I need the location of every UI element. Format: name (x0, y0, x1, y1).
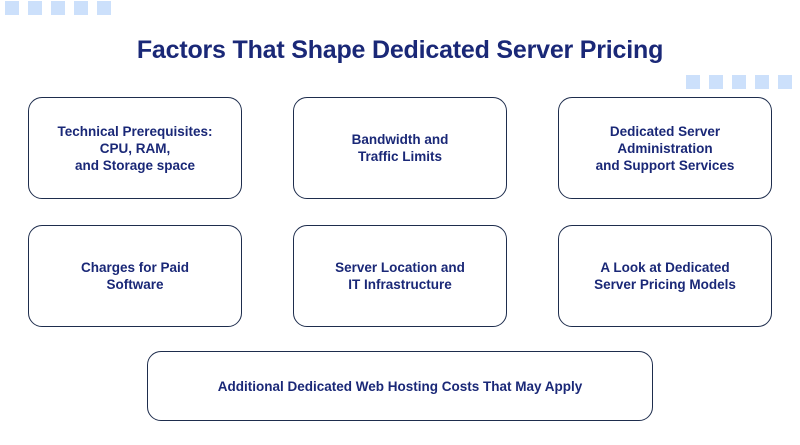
factor-label: Bandwidth and Traffic Limits (351, 132, 449, 164)
square-icon (74, 1, 88, 15)
decorative-squares-top-right (686, 75, 792, 89)
factor-label: Dedicated Server Administration and Supp… (595, 123, 735, 173)
factor-box-server-location: Server Location and IT Infrastructure (293, 225, 507, 327)
factor-label: A Look at Dedicated Server Pricing Model… (594, 260, 736, 292)
square-icon (28, 1, 42, 15)
square-icon (732, 75, 746, 89)
factor-label: Server Location and IT Infrastructure (335, 260, 465, 292)
factor-box-administration-support: Dedicated Server Administration and Supp… (558, 97, 772, 199)
square-icon (778, 75, 792, 89)
square-icon (755, 75, 769, 89)
factor-label: Additional Dedicated Web Hosting Costs T… (217, 378, 583, 394)
decorative-squares-top-left (5, 1, 111, 15)
factor-box-pricing-models: A Look at Dedicated Server Pricing Model… (558, 225, 772, 327)
factor-label: Technical Prerequisites: CPU, RAM, and S… (57, 123, 213, 173)
factor-box-bandwidth: Bandwidth and Traffic Limits (293, 97, 507, 199)
square-icon (97, 1, 111, 15)
factor-label: Charges for Paid Software (80, 260, 190, 292)
square-icon (686, 75, 700, 89)
diagram-title: Factors That Shape Dedicated Server Pric… (136, 36, 664, 64)
square-icon (51, 1, 65, 15)
square-icon (709, 75, 723, 89)
factor-box-paid-software: Charges for Paid Software (28, 225, 242, 327)
factor-box-additional-costs: Additional Dedicated Web Hosting Costs T… (147, 351, 653, 421)
factor-box-technical-prerequisites: Technical Prerequisites: CPU, RAM, and S… (28, 97, 242, 199)
square-icon (5, 1, 19, 15)
